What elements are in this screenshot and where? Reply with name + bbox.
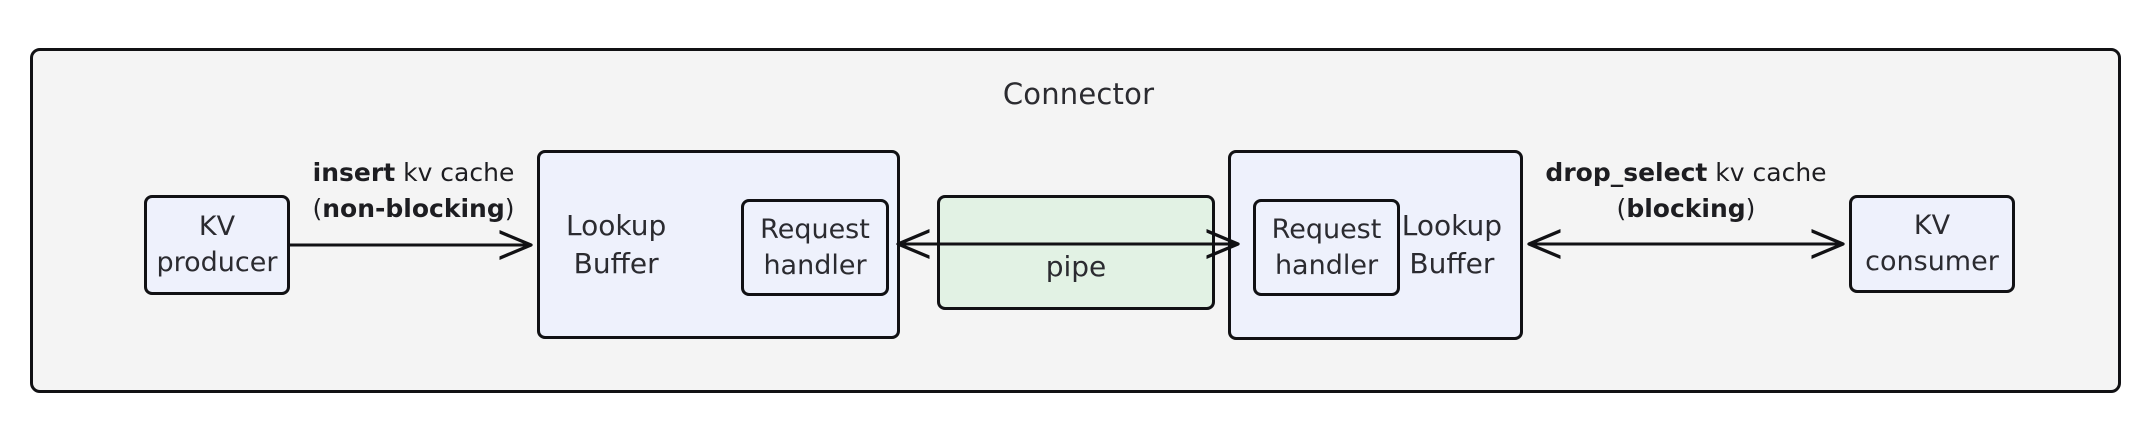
drop-select-bold: drop_select [1545,158,1708,187]
node-kv-consumer: KV consumer [1849,195,2015,293]
edge-label-insert: insert kv cache (non-blocking) [290,155,537,228]
lookup-buffer-right-label: Lookup Buffer [1401,208,1502,280]
lookup-buffer-left-label: Lookup Buffer [566,208,667,280]
connector-title: Connector [1002,77,1155,111]
node-lookup-buffer-right: Request handler Lookup Buffer [1228,150,1523,340]
kv-producer-label: KV producer [156,211,278,278]
node-request-handler-left: Request handler [741,199,889,296]
insert-paren-close: ) [504,194,515,224]
node-kv-producer: KV producer [144,195,290,295]
node-request-handler-right: Request handler [1253,199,1400,296]
drop-select-rest: kv cache [1707,158,1827,187]
request-handler-right-label: Request handler [1271,213,1382,281]
non-blocking-bold: non-blocking [322,194,505,224]
request-handler-left-label: Request handler [760,213,870,281]
kv-consumer-label: KV consumer [1865,210,1999,277]
node-lookup-buffer-left: Lookup Buffer Request handler [537,150,900,339]
node-pipe: pipe [937,195,1215,310]
insert-bold: insert [312,158,396,187]
drop-select-paren-open: ( [1616,194,1627,224]
edge-label-drop-select: drop_select kv cache (blocking) [1523,155,1849,228]
insert-rest: kv cache [395,158,515,187]
blocking-bold: blocking [1626,194,1746,224]
drop-select-paren-close: ) [1745,194,1756,224]
pipe-label: pipe [1045,249,1107,283]
insert-paren-open: ( [312,194,323,224]
